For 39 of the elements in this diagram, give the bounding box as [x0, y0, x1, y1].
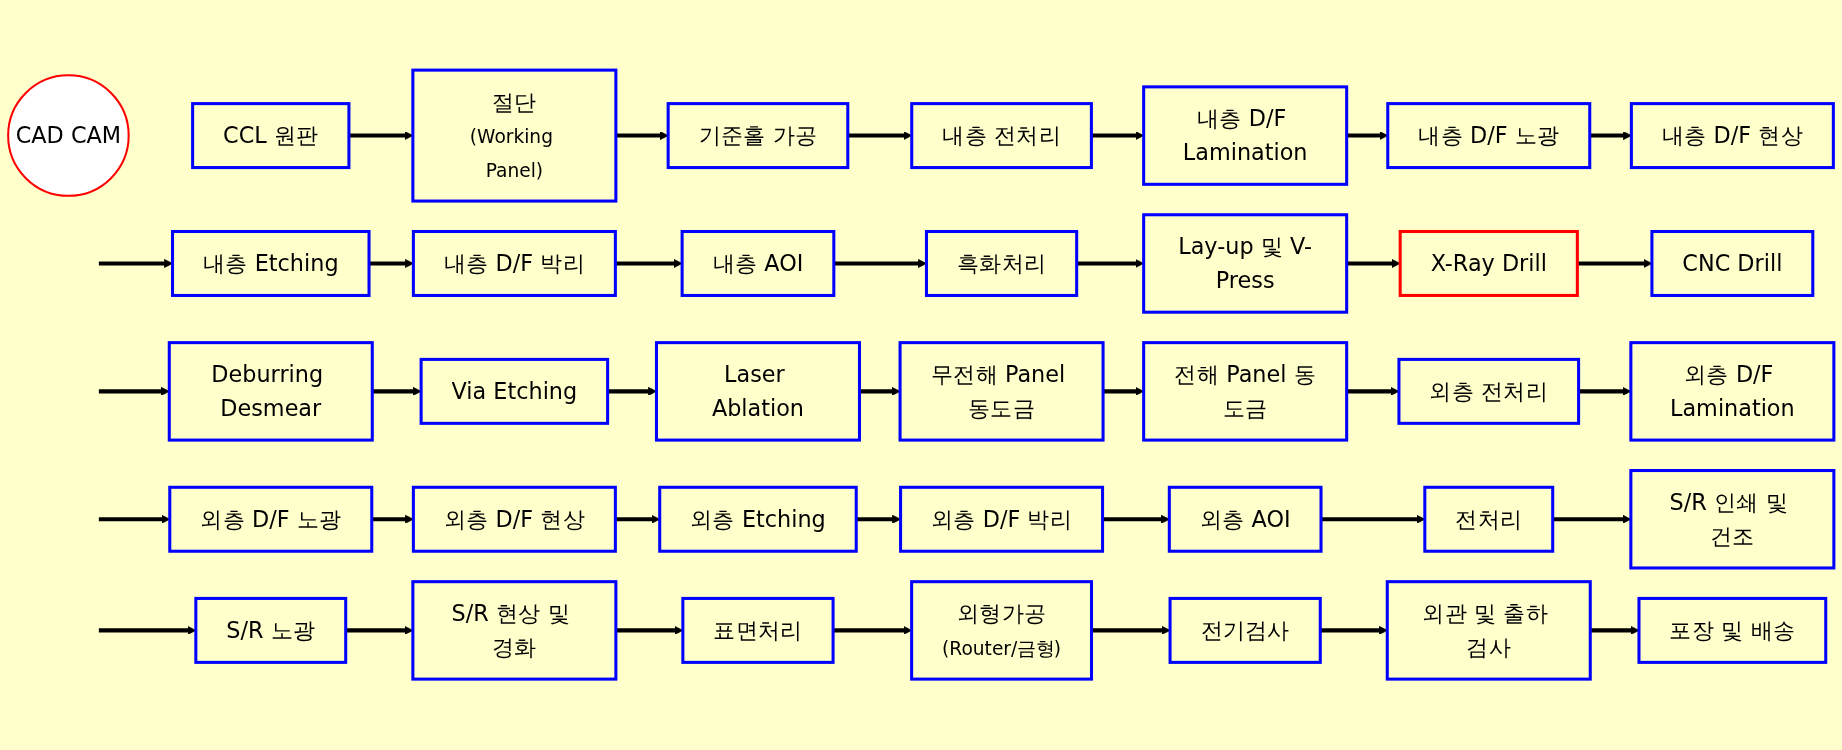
node-box: 외층 D/F 박리 [899, 486, 1105, 554]
node-box: 전기검사 [1168, 597, 1322, 665]
arrow [369, 259, 414, 269]
node-box: S/R 노광 [194, 597, 348, 665]
node-box: 외층 D/F Lamination [1629, 341, 1836, 442]
node-box: 외층 D/F 현상 [411, 486, 617, 554]
arrow [1103, 387, 1145, 397]
node-box: 외관 및 출하 검사 [1385, 580, 1592, 681]
node-box: 외형가공 (Router/금형) [910, 580, 1093, 681]
node-box: S/R 인쇄 및 건조 [1629, 469, 1836, 570]
node-box: 외층 Etching [658, 486, 858, 554]
node-box: X-Ray Drill [1398, 230, 1579, 298]
node-box: 외층 전처리 [1397, 358, 1581, 426]
node-box: 내층 D/F 현상 [1629, 102, 1835, 170]
node-box: 내층 D/F 박리 [411, 230, 617, 298]
node-box: Deburring Desmear [167, 341, 374, 442]
node-box: 기준홀 가공 [666, 102, 850, 170]
node-box: S/R 현상 및 경화 [411, 580, 618, 681]
node-box: 절단 (Working Panel) [411, 68, 618, 203]
node-box: 표면처리 [681, 597, 835, 665]
node-box: 내층 AOI [680, 230, 836, 298]
node-box: 전처리 [1423, 486, 1555, 554]
node-box: Laser Ablation [654, 341, 861, 442]
node-box: 내층 D/F Lamination [1142, 85, 1349, 187]
node-box: Lay-up 및 V-Press [1142, 213, 1349, 315]
node-box: 흑화처리 [924, 230, 1079, 298]
node-circle: CAD CAM [7, 74, 130, 198]
node-box: 외층 D/F 노광 [168, 486, 374, 554]
node-box: Via Etching [419, 358, 610, 426]
node-box: CNC Drill [1650, 230, 1815, 298]
node-box: 포장 및 배송 [1637, 597, 1828, 665]
node-box: 무전해 Panel 동도금 [898, 341, 1105, 442]
node-box: 내층 Etching [171, 230, 371, 298]
node-box: 전해 Panel 동도금 [1142, 341, 1349, 442]
node-box: 내층 D/F 노광 [1386, 102, 1592, 170]
arrow [1321, 515, 1426, 525]
node-box: CCL 원판 [191, 102, 351, 170]
node-box: 외층 AOI [1167, 486, 1323, 554]
node-box: 내층 전처리 [910, 102, 1093, 170]
